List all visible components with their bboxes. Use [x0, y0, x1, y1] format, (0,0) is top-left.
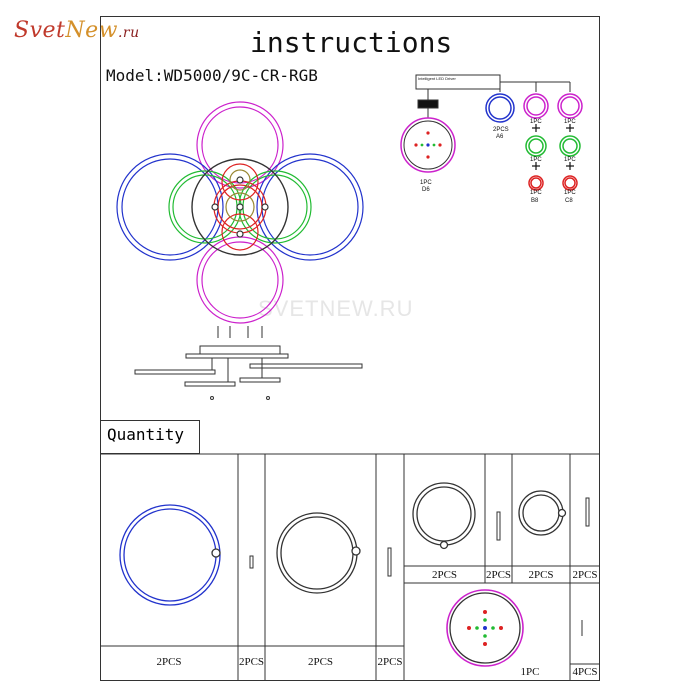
part-rods	[249, 497, 590, 636]
qty-center-panel: 1PC	[520, 666, 540, 678]
qty-screws: 4PCS	[572, 666, 598, 678]
part-small-ring	[518, 490, 564, 536]
ring-center-outline	[191, 158, 289, 256]
ring-blue-left	[116, 153, 224, 261]
qty-rod-2: 2PCS	[377, 656, 403, 668]
qty-rod-1: 2PCS	[238, 656, 265, 668]
wiring-col2-bot: 1PC	[530, 190, 542, 196]
side-bar-mid	[184, 381, 236, 387]
wiring-col3-top: 1PC	[564, 119, 576, 125]
model-number: Model:WD5000/9C-CR-RGB	[106, 66, 318, 85]
wiring-col1-code: A6	[496, 134, 504, 140]
wiring-center-qty: 1PC	[420, 180, 432, 186]
side-bar-right	[249, 363, 363, 369]
qty-large-ring: 2PCS	[307, 656, 334, 668]
part-blue-ring	[119, 504, 221, 606]
qty-rod-3: 2PCS	[485, 569, 512, 581]
ring-olive-inner	[225, 169, 255, 222]
part-medium-ring	[412, 482, 476, 546]
watermark: SVETNEW.RU	[258, 296, 414, 321]
wiring-col2-top: 1PC	[530, 119, 542, 125]
wiring-col2-code: B8	[531, 198, 539, 204]
part-large-ring	[276, 512, 358, 594]
driver-label: Intelligent LED Driver	[418, 76, 456, 81]
quantity-parts	[119, 482, 590, 667]
logo-part-3: .ru	[117, 25, 140, 41]
side-canopy	[199, 345, 281, 355]
wiring-blue-ring	[485, 93, 515, 123]
quantity-label: Quantity	[100, 420, 200, 454]
quantity-grid	[100, 453, 600, 681]
side-view	[134, 326, 363, 400]
ring-blue-right	[256, 153, 364, 261]
connector-box	[417, 99, 439, 109]
side-bar-left	[134, 369, 216, 375]
part-center-panel	[446, 589, 524, 667]
page-title: instructions	[250, 26, 453, 59]
ring-connectors	[211, 176, 269, 238]
top-view-rings	[116, 101, 364, 324]
qty-blue-ring: 2PCS	[156, 656, 182, 668]
wiring-center-code: D6	[422, 187, 430, 193]
wiring-col2-mid: 1PC	[530, 157, 542, 163]
logo-part-2: New	[65, 18, 118, 43]
side-bar-top	[185, 353, 289, 359]
logo-part-1: Svet	[14, 18, 66, 43]
qty-medium-ring: 2PCS	[431, 569, 458, 581]
brand-logo: SvetNew.ru	[14, 18, 140, 43]
wiring-col3-bot: 1PC	[564, 190, 576, 196]
side-bar-mid-right	[239, 377, 281, 383]
qty-rod-4: 2PCS	[572, 569, 598, 581]
led-dots	[414, 131, 503, 646]
wiring-col3-code: C8	[565, 198, 573, 204]
wiring-diagram	[400, 74, 583, 191]
instruction-sheet	[100, 16, 600, 681]
wiring-col3-mid: 1PC	[564, 157, 576, 163]
center-panel-icon	[400, 117, 456, 173]
wiring-col1-qty: 2PCS	[493, 127, 509, 133]
qty-small-ring: 2PCS	[528, 569, 554, 581]
